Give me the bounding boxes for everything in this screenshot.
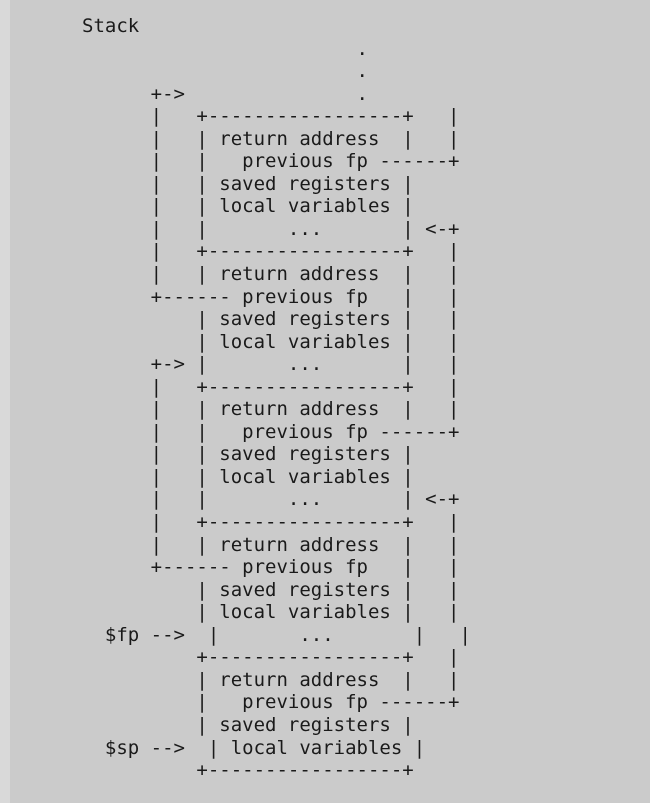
diagram-line: | return address | | — [82, 668, 460, 691]
diagram-line: . — [82, 37, 368, 60]
diagram-line: | +-----------------+ | — [82, 240, 460, 263]
diagram-line: | | previous fp ------+ — [82, 420, 460, 443]
diagram-line: +-----------------+ — [82, 759, 414, 782]
left-edge-strip — [0, 0, 10, 803]
diagram-line: | | local variables | — [82, 465, 414, 488]
code-panel — [10, 0, 650, 803]
diagram-line: +-----------------+ | — [82, 646, 460, 669]
diagram-line: | +-----------------+ | — [82, 375, 460, 398]
diagram-line: $fp --> | ... | | — [82, 623, 471, 646]
diagram-line: | | return address | | — [82, 533, 460, 556]
diagram-title: Stack — [82, 15, 140, 37]
diagram-line: | local variables | | — [82, 601, 460, 624]
diagram-line: | | local variables | — [82, 195, 414, 218]
diagram-line: . — [82, 60, 368, 83]
diagram-line: | saved registers | | — [82, 308, 460, 331]
diagram-line: | | saved registers | — [82, 443, 414, 466]
diagram-line: | +-----------------+ | — [82, 105, 460, 128]
diagram-line: | | return address | | — [82, 127, 460, 150]
diagram-line: +-> . — [82, 82, 368, 105]
diagram-line: | +-----------------+ | — [82, 511, 460, 534]
diagram-line: | | return address | | — [82, 263, 460, 286]
stack-diagram: Stack . . +-> . | +-----------------+ | … — [82, 15, 471, 782]
diagram-line: | local variables | | — [82, 330, 460, 353]
diagram-line: +------ previous fp | | — [82, 285, 460, 308]
diagram-line: | previous fp ------+ — [82, 691, 460, 714]
diagram-line: | | previous fp ------+ — [82, 150, 460, 173]
diagram-line: | | return address | | — [82, 398, 460, 421]
diagram-line: +------ previous fp | | — [82, 556, 460, 579]
diagram-line: | saved registers | | — [82, 578, 460, 601]
diagram-line: | | saved registers | — [82, 172, 414, 195]
diagram-line: | | ... | <-+ — [82, 217, 460, 240]
diagram-line: +-> | ... | | — [82, 353, 460, 376]
diagram-line: | | ... | <-+ — [82, 488, 460, 511]
diagram-line: $sp --> | local variables | — [82, 736, 426, 759]
diagram-line: | saved registers | — [82, 713, 414, 736]
